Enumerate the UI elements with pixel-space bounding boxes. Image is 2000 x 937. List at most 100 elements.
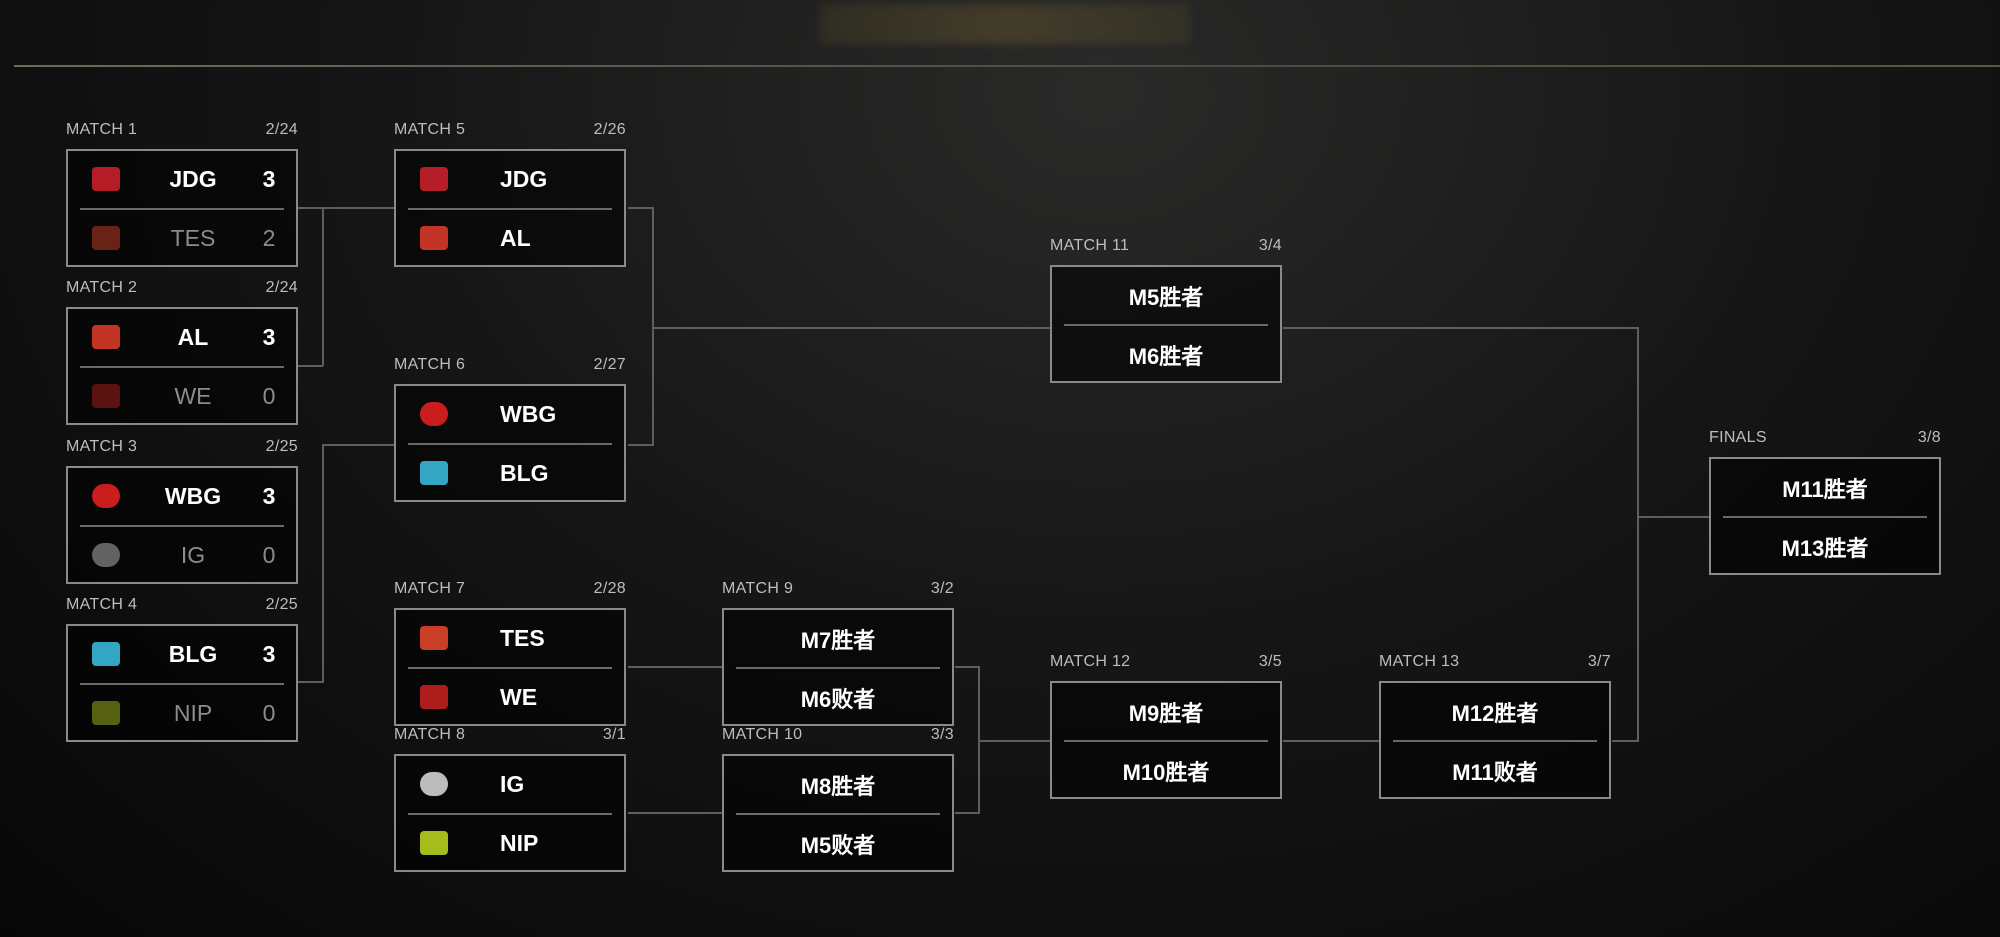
connector xyxy=(298,207,394,209)
team-row[interactable]: JDG xyxy=(408,151,612,208)
match-box[interactable]: WBG 3 IG 0 xyxy=(66,466,298,584)
match-date: 2/25 xyxy=(265,596,298,613)
team-row[interactable]: JDG 3 xyxy=(80,151,284,208)
we-logo-icon xyxy=(408,681,460,715)
team-score: 3 xyxy=(262,641,276,667)
match-box[interactable]: TES WE xyxy=(394,608,626,726)
al-logo-icon xyxy=(80,321,132,355)
connector xyxy=(322,207,324,366)
team-score: 3 xyxy=(262,166,276,192)
team-name: WBG xyxy=(164,483,222,509)
team-row[interactable]: NIP 0 xyxy=(80,683,284,742)
team-row[interactable]: TES 2 xyxy=(80,208,284,267)
match-label: MATCH 1 xyxy=(66,121,138,138)
team-row[interactable]: WBG xyxy=(408,386,612,443)
placeholder-slot: M8胜者 xyxy=(800,773,876,799)
ig-logo-icon xyxy=(80,539,132,573)
match-date: 3/7 xyxy=(1587,653,1611,670)
match-box[interactable]: M9胜者 M10胜者 xyxy=(1050,681,1282,799)
nip-logo-icon xyxy=(80,697,132,731)
match-box[interactable]: JDG 3 TES 2 xyxy=(66,149,298,267)
match-date: 2/26 xyxy=(593,121,626,138)
connector xyxy=(628,666,722,668)
match-date: 3/8 xyxy=(1917,429,1941,446)
match-date: 2/28 xyxy=(593,580,626,597)
wbg-logo-icon xyxy=(408,398,460,432)
match-3[interactable]: MATCH 3 2/25 WBG 3 IG 0 xyxy=(66,438,298,584)
team-row[interactable]: WE xyxy=(408,667,612,726)
match-box[interactable]: IG NIP xyxy=(394,754,626,872)
match-header: MATCH 9 3/2 xyxy=(722,580,954,598)
team-row[interactable]: BLG 3 xyxy=(80,626,284,683)
we-logo-icon xyxy=(80,380,132,414)
match-8[interactable]: MATCH 8 3/1 IG NIP xyxy=(394,726,626,872)
team-row[interactable]: IG xyxy=(408,756,612,813)
team-name: JDG xyxy=(169,166,217,192)
tes-logo-icon xyxy=(80,222,132,256)
team-row[interactable]: IG 0 xyxy=(80,525,284,584)
match-header: MATCH 13 3/7 xyxy=(1379,653,1611,671)
match-header: MATCH 6 2/27 xyxy=(394,356,626,374)
ig-logo-icon xyxy=(408,768,460,802)
placeholder-slot: M11败者 xyxy=(1393,740,1597,799)
match-6[interactable]: MATCH 6 2/27 WBG BLG xyxy=(394,356,626,502)
match-label: MATCH 10 xyxy=(722,726,803,743)
match-4[interactable]: MATCH 4 2/25 BLG 3 NIP 0 xyxy=(66,596,298,742)
match-box[interactable]: WBG BLG xyxy=(394,384,626,502)
placeholder-slot: M10胜者 xyxy=(1064,740,1268,799)
team-row[interactable]: BLG xyxy=(408,443,612,502)
team-row[interactable]: TES xyxy=(408,610,612,667)
team-name: TES xyxy=(500,625,545,651)
connector xyxy=(1612,740,1638,742)
header-divider xyxy=(14,65,2000,67)
match-date: 3/1 xyxy=(602,726,626,743)
match-13[interactable]: MATCH 13 3/7 M12胜者 M11败者 xyxy=(1379,653,1611,799)
match-5[interactable]: MATCH 5 2/26 JDG AL xyxy=(394,121,626,267)
connector xyxy=(322,445,324,683)
match-header: MATCH 2 2/24 xyxy=(66,279,298,297)
team-score: 3 xyxy=(262,483,276,509)
match-2[interactable]: MATCH 2 2/24 AL 3 WE 0 xyxy=(66,279,298,425)
team-name: BLG xyxy=(500,460,549,486)
connector xyxy=(1283,327,1638,329)
team-name: NIP xyxy=(500,830,539,856)
team-row[interactable]: WE 0 xyxy=(80,366,284,425)
match-label: MATCH 6 xyxy=(394,356,466,373)
connector xyxy=(1283,740,1379,742)
match-box[interactable]: BLG 3 NIP 0 xyxy=(66,624,298,742)
al-logo-icon xyxy=(408,222,460,256)
team-row[interactable]: AL 3 xyxy=(80,309,284,366)
team-row[interactable]: AL xyxy=(408,208,612,267)
match-label: MATCH 5 xyxy=(394,121,466,138)
match-box[interactable]: JDG AL xyxy=(394,149,626,267)
connector xyxy=(1637,516,1709,518)
team-name: IG xyxy=(180,542,206,568)
team-row[interactable]: WBG 3 xyxy=(80,468,284,525)
jdg-logo-icon xyxy=(408,163,460,197)
team-name: BLG xyxy=(168,641,218,667)
blg-logo-icon xyxy=(80,638,132,672)
match-label: MATCH 13 xyxy=(1379,653,1460,670)
match-box[interactable]: M12胜者 M11败者 xyxy=(1379,681,1611,799)
team-row[interactable]: NIP xyxy=(408,813,612,872)
team-score: 2 xyxy=(262,225,276,251)
connector xyxy=(652,207,654,446)
team-name: NIP xyxy=(173,700,213,726)
match-1[interactable]: MATCH 1 2/24 JDG 3 TES 2 xyxy=(66,121,298,267)
team-score: 0 xyxy=(262,700,276,726)
placeholder-slot: M12胜者 xyxy=(1451,700,1539,726)
team-name: JDG xyxy=(500,166,548,192)
match-box[interactable]: AL 3 WE 0 xyxy=(66,307,298,425)
placeholder-slot: M9胜者 xyxy=(1128,700,1204,726)
placeholder-slot: M11胜者 xyxy=(1782,476,1868,502)
match-7[interactable]: MATCH 7 2/28 TES WE xyxy=(394,580,626,726)
